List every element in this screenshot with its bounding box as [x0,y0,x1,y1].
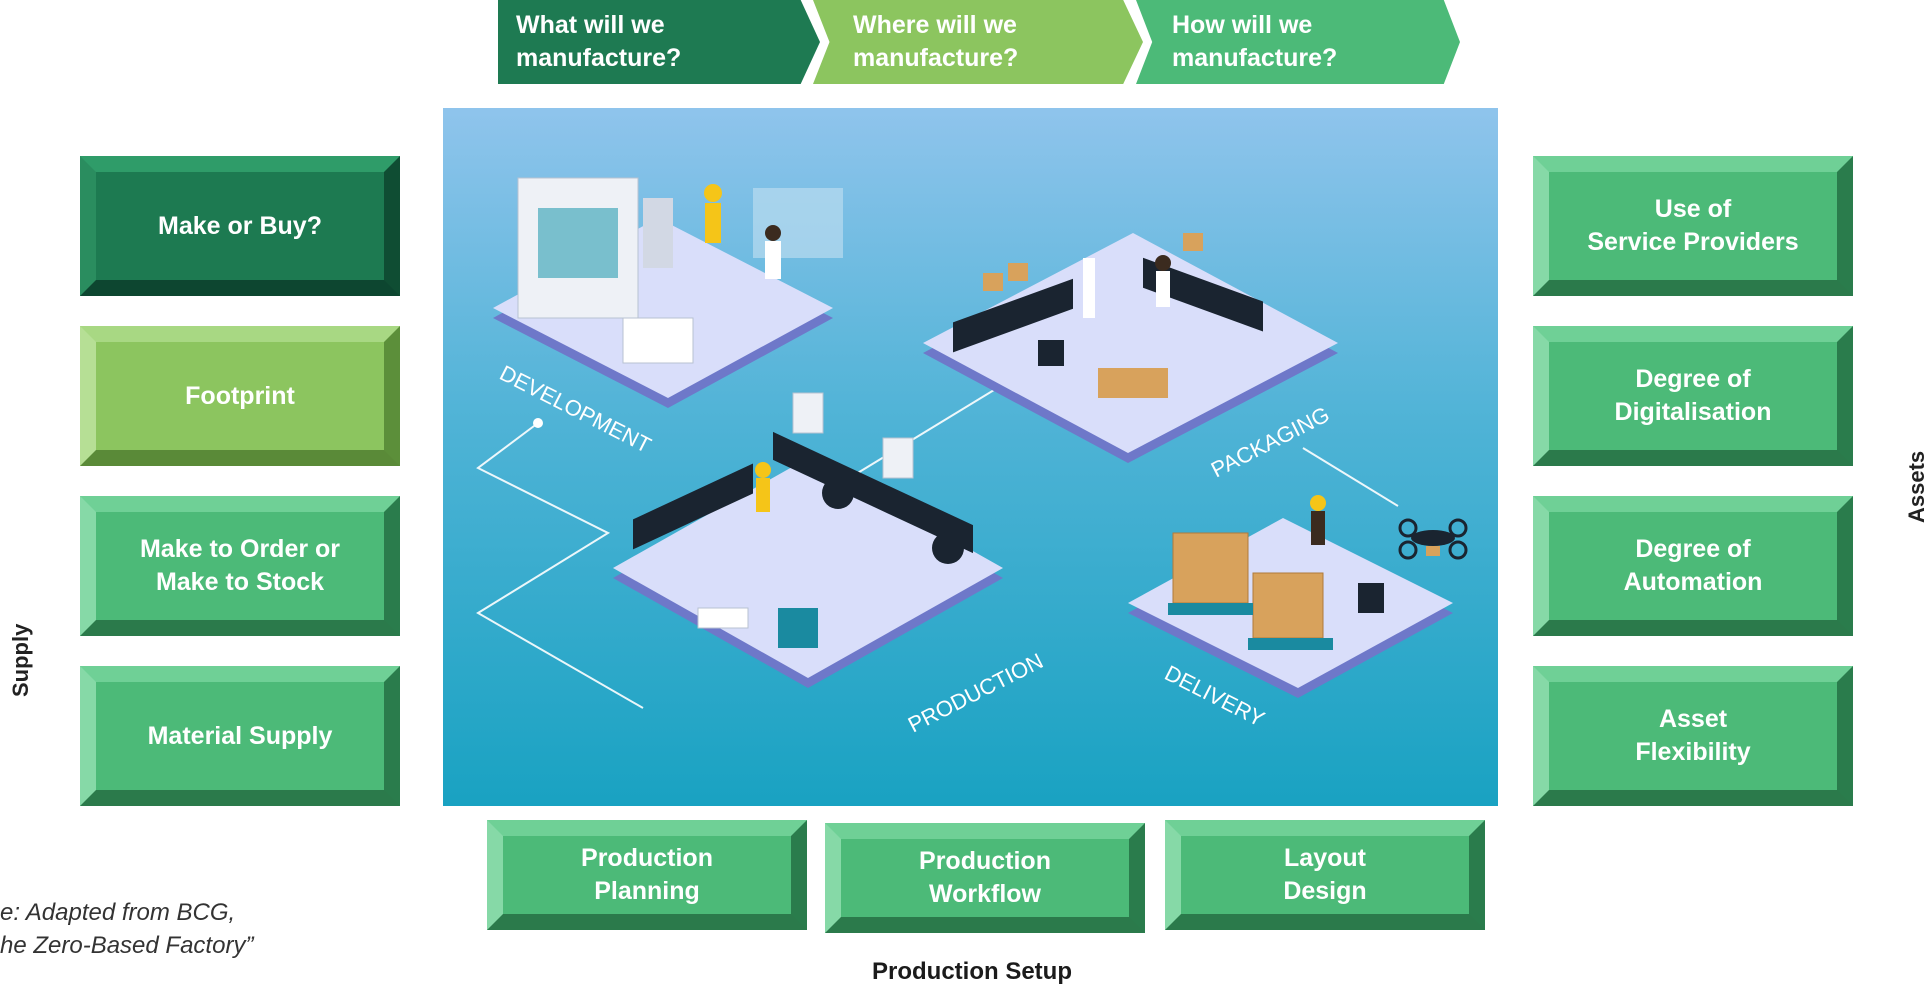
factory-illustration-svg: DEVELOPMENT PACKAGING PRODUCTION DELIVER… [476,177,1468,737]
tile-make-or-buy: Make or Buy? [80,156,400,296]
chevron-where-label: Where will we manufacture? [853,11,1019,72]
zone-label-production: PRODUCTION [904,648,1047,737]
drone-icon [1398,518,1468,560]
tile-footprint-label: Footprint [185,381,295,410]
tile-service-providers-label: Use of Service Providers [1587,195,1799,256]
tile-production-planning: Production Planning [487,820,807,930]
tile-material-supply: Material Supply [80,666,400,806]
tile-digitalisation: Degree of Digitalisation [1533,326,1853,466]
tile-digitalisation-label: Degree of Digitalisation [1614,365,1772,426]
zone-label-packaging: PACKAGING [1207,402,1333,483]
chevron-what: What will we manufacture? [498,0,820,84]
tile-production-planning-label: Production Planning [581,844,713,905]
platform-delivery [1128,495,1468,698]
tile-layout-design: Layout Design [1165,820,1485,930]
tile-layout-design-label: Layout Design [1283,844,1367,905]
tile-make-or-buy-label: Make or Buy? [158,211,322,240]
chevron-how-label: How will we manufacture? [1172,11,1338,72]
tile-automation-label: Degree of Automation [1623,535,1763,596]
tile-production-workflow: Production Workflow [825,823,1145,933]
supply-axis-label: Supply [8,623,33,697]
tile-asset-flexibility: Asset Flexibility [1533,666,1853,806]
factory-illustration: DEVELOPMENT PACKAGING PRODUCTION DELIVER… [443,108,1498,806]
source-note: e: Adapted from BCG, he Zero-Based Facto… [0,899,254,959]
tile-service-providers: Use of Service Providers [1533,156,1853,296]
tile-material-supply-label: Material Supply [147,721,333,750]
chevron-what-label: What will we manufacture? [516,11,682,72]
platform-production [613,392,1003,688]
tile-make-to-order: Make to Order or Make to Stock [80,496,400,636]
tile-asset-flexibility-label: Asset Flexibility [1635,705,1751,766]
production-setup-label: Production Setup [872,958,1072,984]
tile-footprint: Footprint [80,326,400,466]
assets-axis-label: Assets [1904,450,1926,523]
tile-make-to-order-label: Make to Order or Make to Stock [139,535,341,596]
tile-automation: Degree of Automation [1533,496,1853,636]
platform-development [493,177,843,408]
tile-production-workflow-label: Production Workflow [919,847,1051,908]
chevron-where: Where will we manufacture? [813,0,1143,84]
connector-dot [533,418,543,428]
chevron-how: How will we manufacture? [1136,0,1460,84]
platform-packaging [923,233,1338,463]
